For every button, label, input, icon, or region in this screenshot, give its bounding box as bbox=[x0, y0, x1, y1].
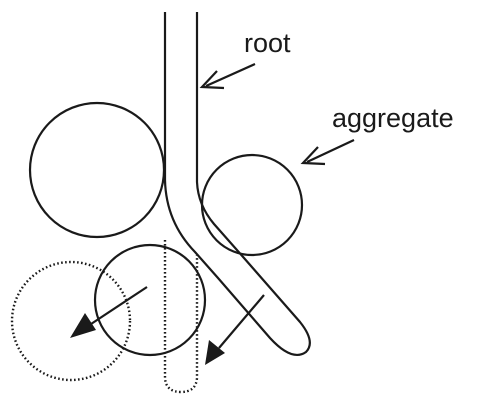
aggregate-large-left bbox=[30, 103, 164, 237]
aggregate-pointer-arrow bbox=[303, 140, 354, 164]
aggregate-lower-middle bbox=[95, 245, 205, 355]
aggregate-right bbox=[202, 155, 302, 255]
aggregate-label: aggregate bbox=[332, 103, 454, 133]
root-displaced-dotted bbox=[165, 240, 197, 392]
root-outline bbox=[165, 12, 310, 355]
root-displacement-arrow bbox=[205, 295, 264, 365]
root-label: root bbox=[244, 28, 291, 58]
aggregate-displaced-dotted bbox=[12, 262, 130, 380]
root-pointer-arrow bbox=[202, 64, 255, 88]
aggregate-displacement-arrow bbox=[70, 287, 147, 338]
